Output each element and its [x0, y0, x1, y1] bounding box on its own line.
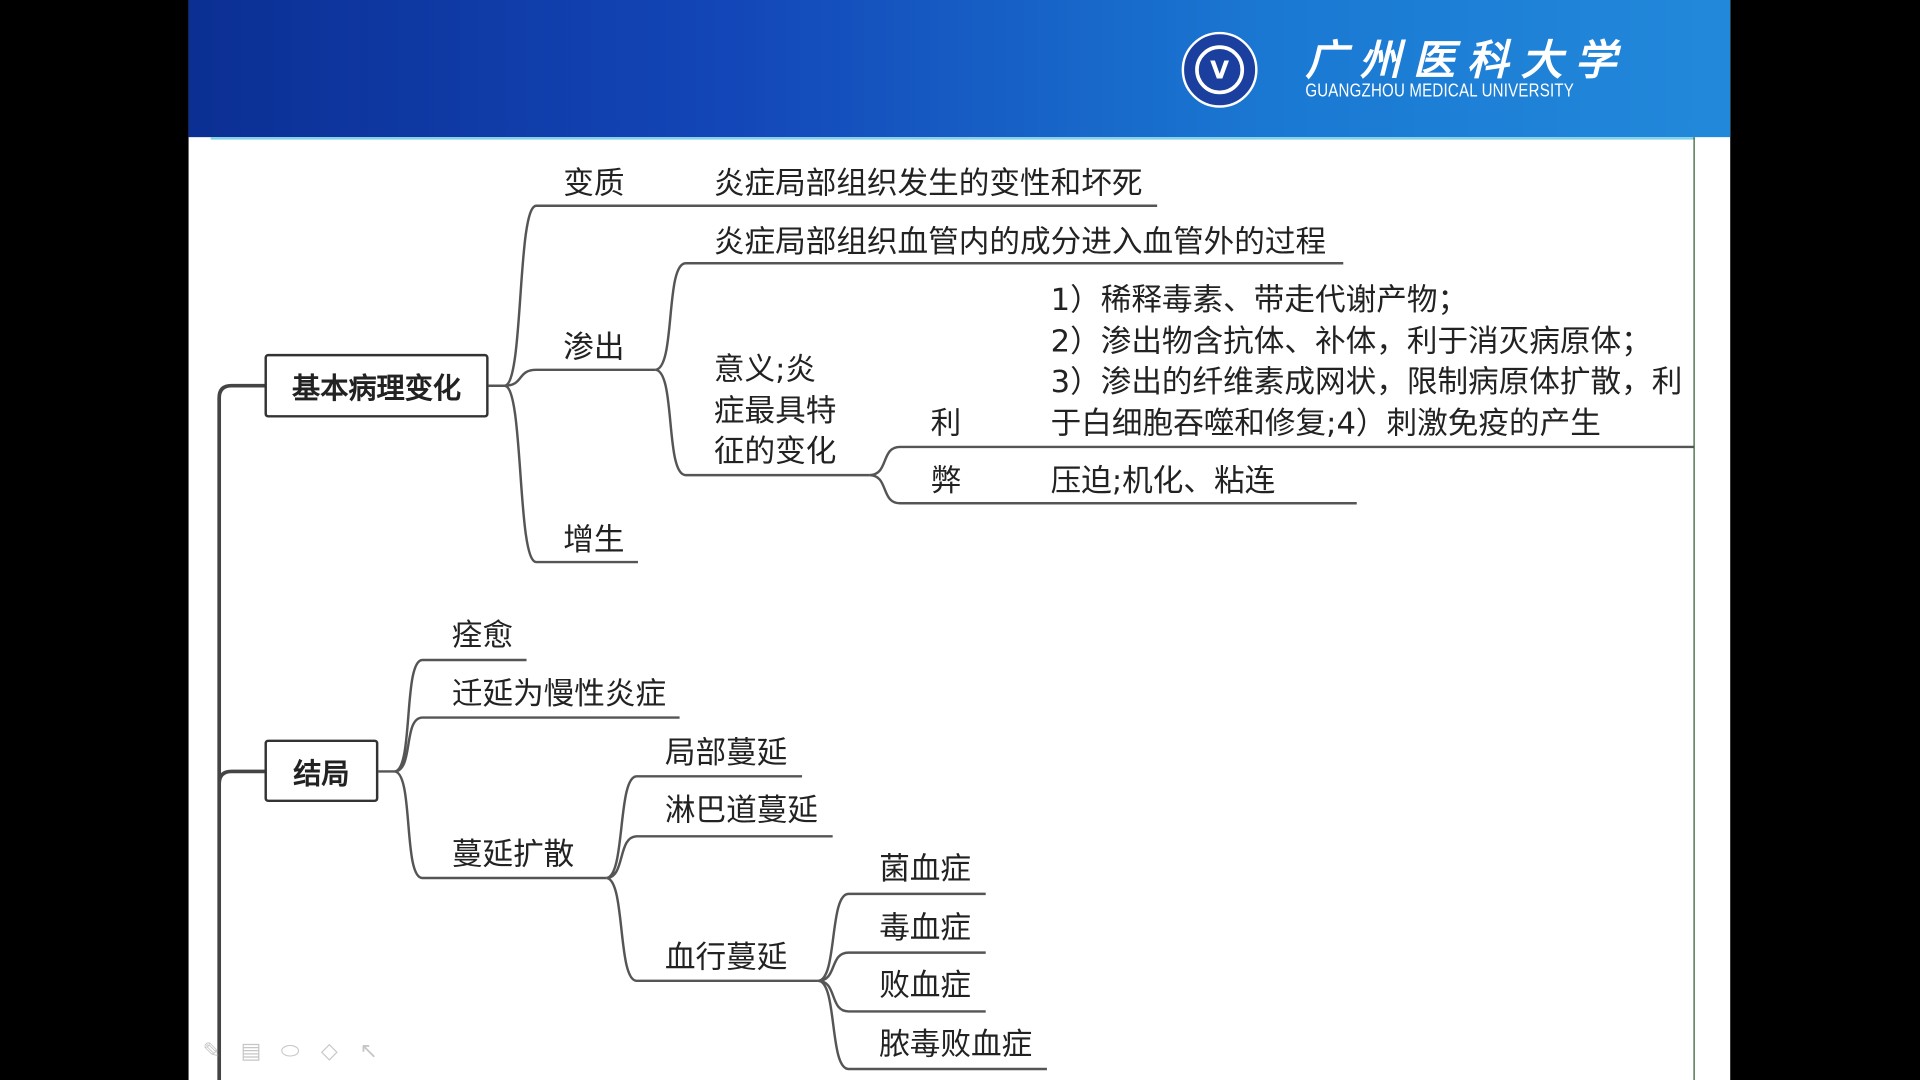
node-exudation: 渗出 — [563, 329, 625, 365]
node-outcome: 结局 — [264, 739, 379, 803]
header-divider — [210, 137, 1695, 140]
university-name-cn: 广州医科大学 — [1305, 36, 1629, 86]
node-local-spread: 局部蔓延 — [664, 734, 788, 771]
meaning-line-3: 征的变化 — [713, 433, 837, 469]
spread-connectors — [605, 775, 833, 983]
node-lymph-spread: 淋巴道蔓延 — [664, 792, 818, 828]
node-harm: 弊 — [930, 462, 962, 499]
exudation-desc: 炎症局部组织血管内的成分进入血管外的过程 — [713, 224, 1327, 260]
root1-connectors — [488, 204, 1158, 564]
university-name-en: GUANGZHOU MEDICAL UNIVERSITY — [1305, 80, 1574, 102]
eraser-icon[interactable]: ◇ — [320, 1038, 338, 1065]
meaning-line-1: 意义;炎 — [713, 351, 817, 387]
node-bacteremia: 菌血症 — [879, 851, 972, 887]
node-alteration: 变质 — [563, 165, 625, 201]
alteration-desc: 炎症局部组织发生的变性和坏死 — [713, 165, 1143, 201]
meaning-line-2: 症最具特 — [713, 393, 837, 429]
node-cure: 痊愈 — [451, 617, 514, 653]
logo-emblem: V — [1195, 45, 1245, 95]
node-proliferation: 增生 — [563, 521, 625, 558]
node-pyemia: 脓毒败血症 — [879, 1026, 1033, 1062]
pointer-icon[interactable]: ↖ — [359, 1038, 378, 1065]
presentation-toolbar: ✎ ▤ ⬭ ◇ ↖ — [198, 1038, 382, 1065]
root2-connectors — [378, 658, 680, 880]
highlighter-icon[interactable]: ⬭ — [280, 1038, 300, 1065]
harm-desc: 压迫;机化、粘连 — [1050, 462, 1276, 499]
pen-icon[interactable]: ✎ — [202, 1038, 222, 1065]
university-logo-icon: V — [1181, 31, 1258, 108]
blood-connectors — [817, 892, 1047, 1071]
slide-right-border — [1693, 137, 1695, 1080]
trunk-line — [217, 383, 265, 1080]
benefit-line-2: 2）渗出物含抗体、补体，利于消灭病原体； — [1050, 323, 1652, 359]
node-toxemia: 毒血症 — [879, 909, 972, 946]
slides-icon[interactable]: ▤ — [240, 1038, 262, 1065]
exudation-connectors — [654, 262, 1344, 477]
benefit-line-3: 3）渗出的纤维素成网状，限制病原体扩散，利 — [1050, 363, 1683, 400]
node-benefit: 利 — [930, 405, 962, 441]
node-septicemia: 败血症 — [879, 967, 972, 1003]
benefit-line-4: 于白细胞吞噬和修复;4）刺激免疫的产生 — [1050, 405, 1601, 441]
node-chronic: 迁延为慢性炎症 — [451, 675, 667, 712]
slide-header — [188, 0, 1731, 138]
node-spread: 蔓延扩散 — [451, 836, 575, 872]
benefit-line-1: 1）稀释毒素、带走代谢产物； — [1050, 281, 1469, 318]
node-blood-spread: 血行蔓延 — [664, 939, 788, 975]
node-basic-pathology: 基本病理变化 — [264, 353, 489, 418]
meaning-connectors — [869, 445, 1694, 505]
slide — [188, 0, 1731, 1080]
